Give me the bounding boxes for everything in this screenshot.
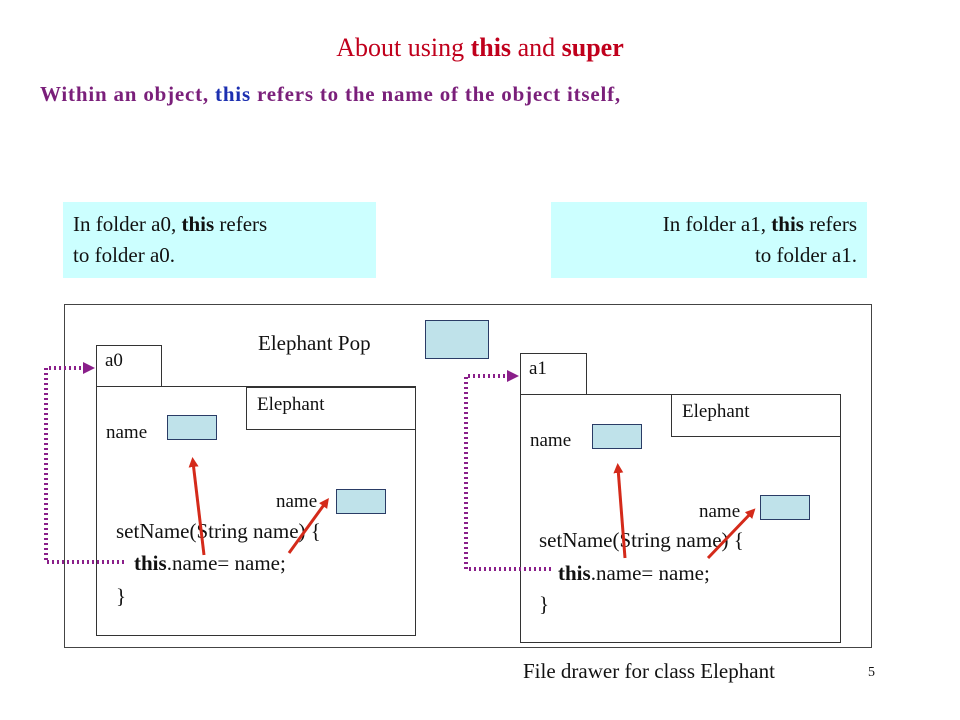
folder-a1-field-label: name (530, 430, 572, 451)
folder-a1-param-arrow (706, 508, 756, 560)
folder-a1-param-field (760, 495, 810, 520)
folder-a1-code-line1: setName(String name) { (539, 528, 744, 552)
static-class-label: Elephant Pop (258, 331, 371, 355)
file-drawer (64, 304, 872, 648)
folder-a0-code-line2: this.name= name; (134, 551, 286, 576)
note-a1-prefix: In folder a1, (662, 212, 772, 236)
folder-a0-tab-label: a0 (105, 350, 123, 371)
folder-a0-tab: a0 (96, 345, 162, 387)
note-folder-a1: In folder a1, this refers to folder a1. (551, 202, 867, 278)
note-a0-prefix: In folder a0, (73, 212, 182, 236)
subtitle-keyword: this (215, 82, 251, 106)
note-a1-keyword: this (771, 212, 804, 236)
static-field-box (425, 320, 489, 359)
folder-a0-field-label: name (106, 422, 148, 443)
folder-a0-code-keyword: this (134, 551, 167, 575)
folder-a1-this-arrow (613, 463, 627, 559)
note-a0-suffix: refers (214, 212, 268, 236)
note-a0-line2: to folder a0. (73, 243, 176, 267)
folder-a0-param-field (336, 489, 386, 514)
folder-a1-this-connector (464, 370, 551, 571)
folder-a0-code-line3: } (116, 584, 127, 608)
title-mid: and (511, 33, 562, 62)
folder-a1-param-label: name (699, 501, 741, 522)
folder-a1-code-keyword: this (558, 561, 591, 585)
folder-a0-param-label: name (276, 491, 318, 512)
drawer-caption: File drawer for class Elephant (523, 659, 775, 683)
folder-a0-code-rest: .name= name; (166, 551, 286, 575)
folder-a1-name-field (592, 424, 642, 449)
folder-a0-this-arrow (188, 457, 206, 556)
title-prefix: About using (336, 33, 471, 62)
folder-a0-name-field (167, 415, 217, 440)
folder-a1-code-rest: .name= name; (590, 561, 710, 585)
folder-a1-class-box: Elephant (671, 394, 841, 437)
note-folder-a0: In folder a0, this refers to folder a0. (63, 202, 376, 278)
folder-a1-tab: a1 (520, 353, 587, 395)
folder-a0-class-name: Elephant (257, 394, 325, 415)
title-keyword-super: super (561, 33, 624, 62)
folder-a1-code-line2: this.name= name; (558, 561, 710, 586)
subtitle-suffix: refers to the name of the object itself, (250, 82, 621, 106)
folder-a0-class-box: Elephant (246, 387, 416, 430)
note-a1-line2: to folder a1. (754, 243, 857, 267)
title-keyword-this: this (470, 33, 512, 62)
subtitle-prefix: Within an object, (40, 82, 216, 106)
slide-title: About using this and super (0, 33, 960, 63)
folder-a1-code-line3: } (539, 592, 550, 616)
folder-a0-this-connector (44, 362, 124, 564)
folder-a0-code-line1: setName(String name) { (116, 519, 321, 543)
note-a0-keyword: this (181, 212, 215, 236)
note-a1-suffix: refers (803, 212, 857, 236)
folder-a1-tab-label: a1 (529, 358, 547, 379)
page-number: 5 (868, 665, 875, 680)
slide-subtitle: Within an object, this refers to the nam… (40, 82, 621, 107)
folder-a0-param-arrow (287, 497, 329, 554)
folder-a1-class-name: Elephant (682, 401, 750, 422)
